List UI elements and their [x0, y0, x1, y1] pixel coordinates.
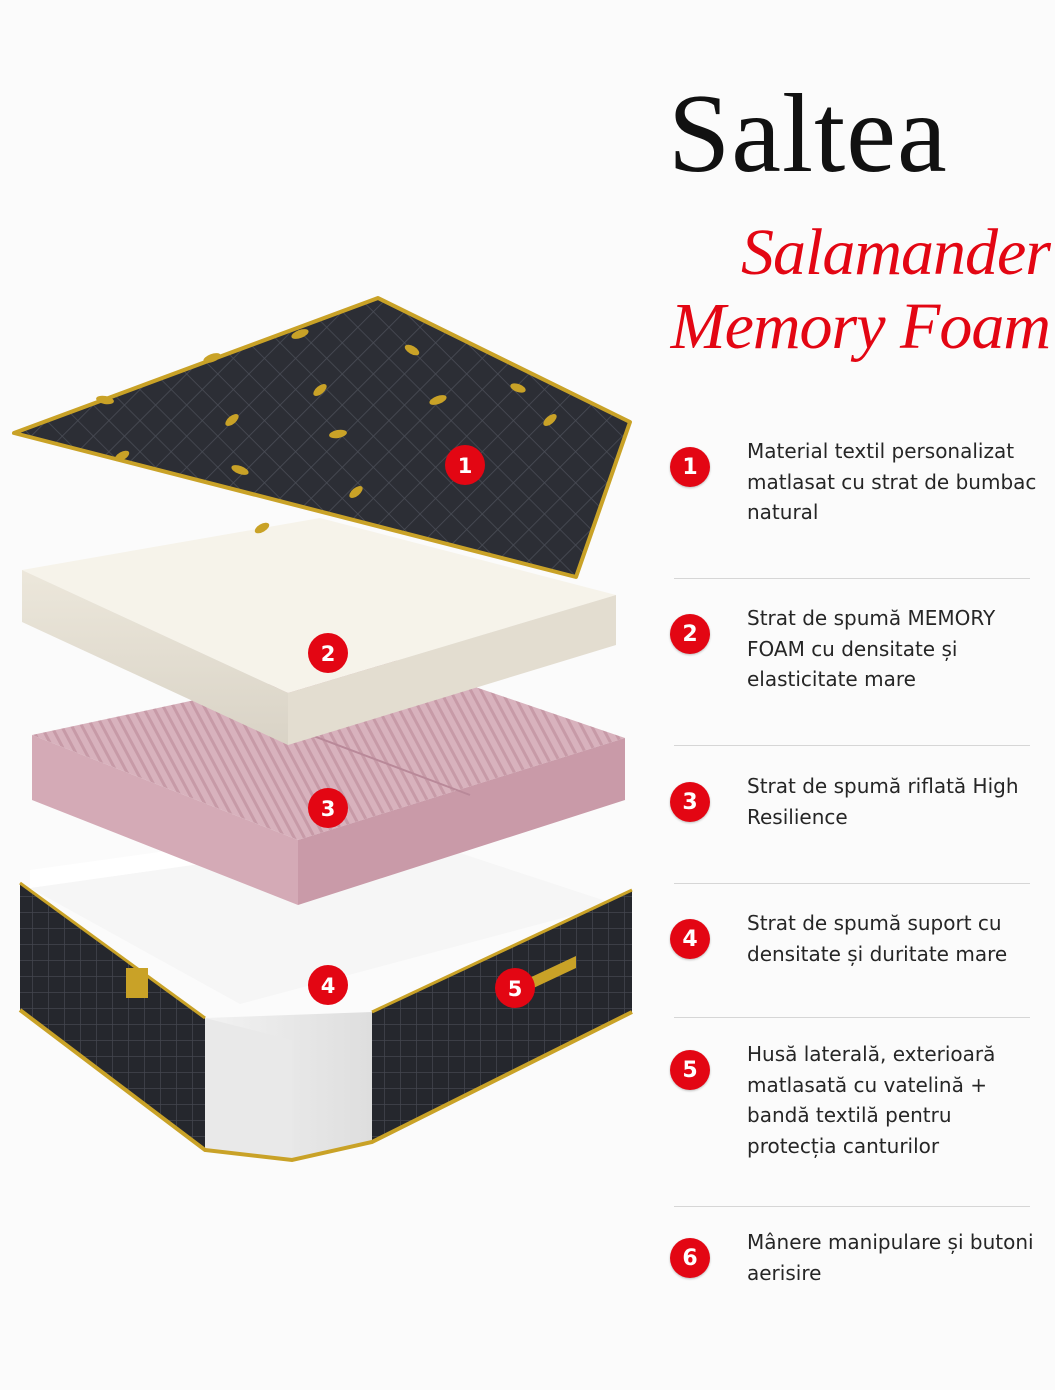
- feature-text: Strat de spumă MEMORY FOAM cu densitate …: [747, 606, 996, 691]
- ribbed-foam-layer: [32, 658, 625, 905]
- feature-text: Strat de spumă suport cu densitate și du…: [747, 911, 1008, 966]
- feature-number-badge: 1: [670, 447, 710, 487]
- divider: [674, 883, 1030, 884]
- quilted-top-layer: [12, 296, 632, 579]
- feature-text: Strat de spumă riflată High Resilience: [747, 774, 1019, 829]
- layer-marker-5: 5: [495, 968, 535, 1008]
- memory-foam-layer: [22, 518, 616, 745]
- svg-text:5: 5: [508, 977, 523, 1001]
- layer-marker-3: 3: [308, 788, 348, 828]
- feature-number-badge: 6: [670, 1238, 710, 1278]
- feature-text: Mânere manipulare și butoni aerisire: [747, 1230, 1034, 1285]
- svg-text:4: 4: [321, 974, 336, 998]
- mattress-layers-illustration: 1 2 3 4 5: [12, 296, 633, 1163]
- base-layer: [18, 818, 633, 1163]
- feature-number-badge: 5: [670, 1050, 710, 1090]
- svg-text:1: 1: [458, 454, 473, 478]
- divider: [674, 578, 1030, 579]
- layer-marker-1: 1: [445, 445, 485, 485]
- feature-text: Material textil personalizat matlasat cu…: [747, 439, 1037, 524]
- feature-number-badge: 4: [670, 919, 710, 959]
- page-title: Saltea: [668, 72, 948, 196]
- svg-text:3: 3: [321, 797, 336, 821]
- feature-number-badge: 2: [670, 614, 710, 654]
- feature-text: Husă laterală, exterioară matlasată cu v…: [747, 1042, 996, 1158]
- product-name-line-1: Salamander: [741, 216, 1051, 289]
- feature-number-badge: 3: [670, 782, 710, 822]
- svg-text:2: 2: [321, 642, 336, 666]
- divider: [674, 745, 1030, 746]
- product-name-line-2: Memory Foam: [670, 290, 1051, 363]
- layer-marker-2: 2: [308, 633, 348, 673]
- divider: [674, 1206, 1030, 1207]
- layer-marker-4: 4: [308, 965, 348, 1005]
- divider: [674, 1017, 1030, 1018]
